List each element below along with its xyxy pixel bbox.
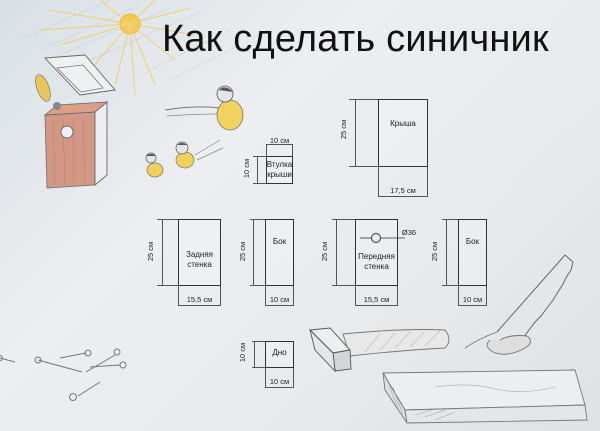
side-left-width-dim: 10 см xyxy=(269,295,290,304)
bottom-height-dim: 10 см xyxy=(238,342,248,363)
part-bottom: Дно 10 см 10 см xyxy=(238,335,300,395)
front-wall-width-dim: 15,5 см xyxy=(363,295,390,304)
titmice-drawing xyxy=(145,85,244,178)
front-wall-label-2: стенка xyxy=(364,262,389,271)
side-left-label: Бок xyxy=(272,237,287,246)
side-right-width-dim: 10 см xyxy=(462,295,483,304)
part-roof: Крыша 25 см 17,5 см xyxy=(330,95,440,200)
birdhouse-drawing xyxy=(35,54,116,189)
back-wall-width-dim: 15,5 см xyxy=(186,295,213,304)
nails-drawing xyxy=(0,348,127,401)
part-roof-sleeve: Втулка крыши 10 см 10 см xyxy=(242,136,305,195)
roof-height-dim: 25 см xyxy=(339,119,349,140)
front-wall-label-1: Передняя xyxy=(358,252,395,261)
entrance-hole-icon xyxy=(360,233,405,243)
side-left-height-dim: 25 см xyxy=(238,241,248,262)
roof-sleeve-label-1: Втулка xyxy=(266,160,293,169)
side-left-rect xyxy=(265,219,294,286)
back-wall-label-1: Задняя xyxy=(185,250,214,259)
roof-width-dim: 17,5 см xyxy=(390,186,416,195)
back-wall-height-dim: 25 см xyxy=(146,241,156,262)
part-back-wall: Задняя стенка 25 см 15,5 см xyxy=(145,215,235,310)
roof-rect xyxy=(378,99,428,167)
roof-sleeve-width-dim: 10 см xyxy=(269,136,290,145)
bottom-rect xyxy=(265,341,294,368)
saw-drawing xyxy=(464,254,574,355)
part-side-left: Бок 25 см 10 см xyxy=(238,215,300,310)
bottom-label: Дно xyxy=(272,348,287,357)
side-right-label: Бок xyxy=(465,237,480,246)
page-title: Как сделать синичник xyxy=(162,18,549,60)
part-front-wall: Ø36 Передняя стенка 25 см 15,5 см xyxy=(320,215,430,310)
hammer-drawing xyxy=(309,327,450,373)
part-side-right: Бок 25 см 10 см xyxy=(430,215,500,310)
roof-sleeve-label-2: крыши xyxy=(267,170,292,179)
side-right-height-dim: 25 см xyxy=(430,241,440,262)
back-wall-label-2: стенка xyxy=(187,260,212,269)
bottom-width-dim: 10 см xyxy=(269,377,290,386)
front-wall-rect xyxy=(355,219,398,286)
wooden-board-drawing xyxy=(382,369,588,424)
front-wall-height-dim: 25 см xyxy=(320,241,330,262)
front-wall-hole-dim: Ø36 xyxy=(401,228,417,237)
back-wall-rect xyxy=(178,219,221,286)
sun-icon xyxy=(39,0,196,96)
roof-sleeve-rect xyxy=(266,156,293,184)
roof-sleeve-height-dim: 10 см xyxy=(242,158,252,179)
side-right-rect xyxy=(458,219,487,286)
roof-label: Крыша xyxy=(390,119,416,128)
